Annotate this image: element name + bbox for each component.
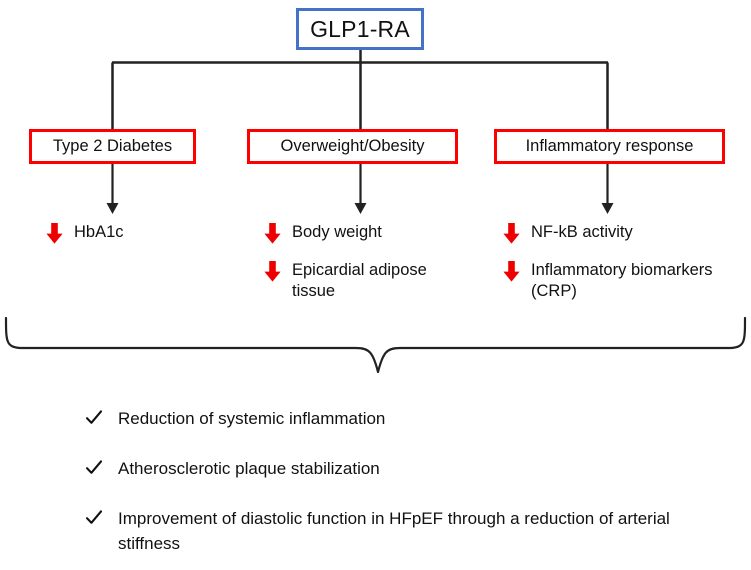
category-arrow-1 (354, 164, 367, 214)
category-box-label: Type 2 Diabetes (52, 137, 173, 155)
effect-column-overweight-obesity: Body weight Epicardial adipose tissue (264, 222, 464, 318)
effect-item: NF-kB activity (503, 222, 728, 244)
effect-column-inflammatory-response: NF-kB activity Inflammatory biomarkers (… (503, 222, 728, 318)
down-arrow-icon (503, 223, 520, 244)
down-arrow-icon (503, 261, 520, 282)
down-arrow-icon (46, 223, 63, 244)
effect-label: NF-kB activity (531, 223, 633, 241)
category-box-inflammatory-response: Inflammatory response (494, 129, 725, 164)
effect-item: Epicardial adipose tissue (264, 260, 464, 302)
summary-brace (4, 316, 747, 374)
category-box-overweight-obesity: Overweight/Obesity (247, 129, 458, 164)
outcome-label: Improvement of diastolic function in HFp… (118, 509, 670, 553)
effect-label: Epicardial adipose tissue (292, 261, 427, 300)
effect-item: Inflammatory biomarkers (CRP) (503, 260, 728, 302)
check-icon (86, 460, 102, 474)
root-node-glp1ra: GLP1-RA (296, 8, 424, 50)
category-arrow-0 (106, 164, 119, 214)
category-arrow-2 (601, 164, 614, 214)
category-box-type-2-diabetes: Type 2 Diabetes (29, 129, 196, 164)
root-node-label: GLP1-RA (310, 15, 410, 42)
outcomes-list: Reduction of systemic inflammation Ather… (86, 406, 706, 570)
outcome-item: Improvement of diastolic function in HFp… (86, 506, 706, 556)
effect-label: Body weight (292, 223, 382, 241)
effect-item: Body weight (264, 222, 464, 244)
check-icon (86, 410, 102, 424)
effect-label: Inflammatory biomarkers (CRP) (531, 261, 713, 300)
outcome-item: Atherosclerotic plaque stabilization (86, 456, 706, 481)
outcome-label: Reduction of systemic inflammation (118, 409, 386, 428)
category-box-label: Inflammatory response (525, 137, 694, 155)
effect-label: HbA1c (74, 223, 124, 241)
category-box-label: Overweight/Obesity (280, 137, 425, 155)
check-icon (86, 510, 102, 524)
effect-column-type-2-diabetes: HbA1c (46, 222, 236, 260)
down-arrow-icon (264, 223, 281, 244)
effect-item: HbA1c (46, 222, 236, 244)
down-arrow-icon (264, 261, 281, 282)
outcome-item: Reduction of systemic inflammation (86, 406, 706, 431)
outcome-label: Atherosclerotic plaque stabilization (118, 459, 380, 478)
